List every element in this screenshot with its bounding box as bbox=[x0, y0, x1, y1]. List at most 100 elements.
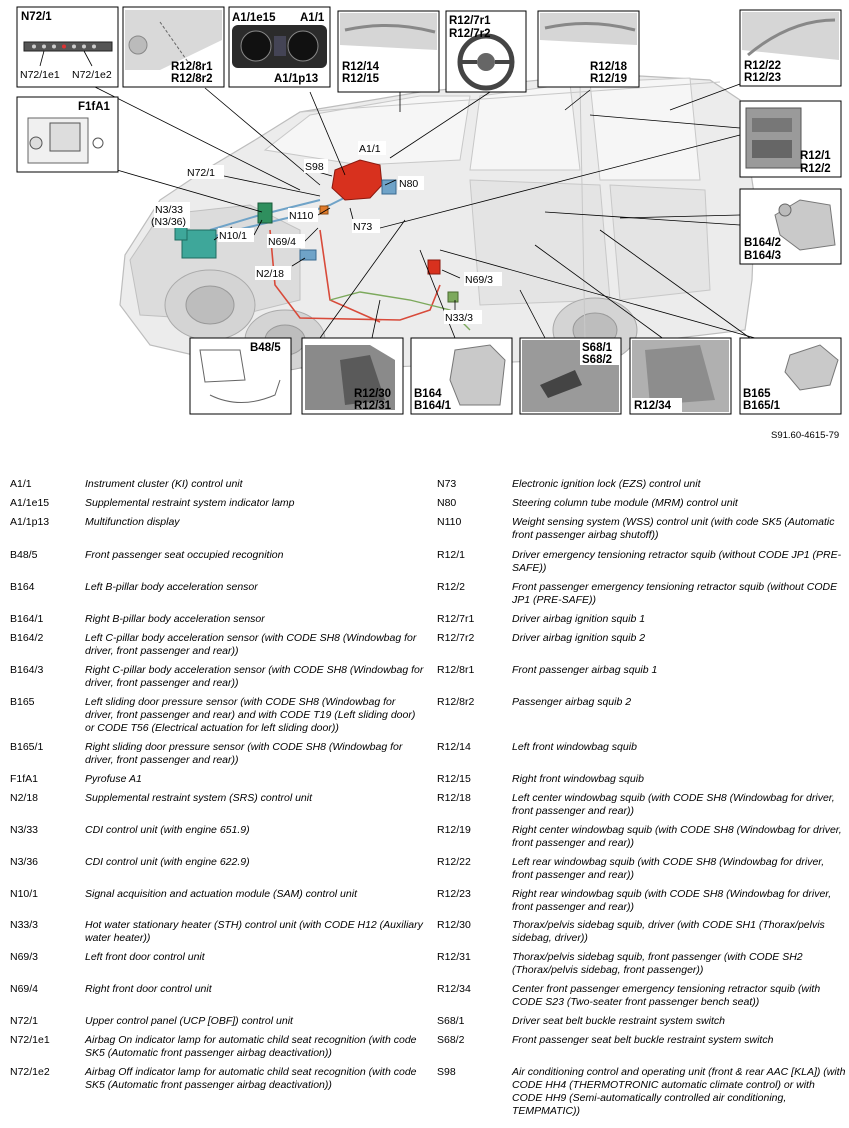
legend-description: CDI control unit (with engine 651.9) bbox=[85, 824, 250, 836]
label-r12-2: R12/2 bbox=[800, 163, 831, 175]
label-n72-1: N72/1 bbox=[21, 11, 52, 23]
label-n73: N73 bbox=[353, 221, 372, 233]
legend-code: R12/23 bbox=[437, 888, 471, 900]
legend-code: A1/1 bbox=[10, 478, 32, 490]
legend-code: B164/2 bbox=[10, 632, 44, 644]
vehicle-callouts: S98 A1/1 N72/1 N80 N3/33 (N3/36) N110 N7… bbox=[151, 141, 502, 324]
legend-description: Left front door control unit bbox=[85, 951, 205, 963]
label-r12-19: R12/19 bbox=[590, 73, 627, 85]
legend-code: N110 bbox=[437, 516, 462, 528]
srs-control-unit bbox=[299, 249, 317, 261]
label-r12-8r2: R12/8r2 bbox=[171, 73, 213, 85]
legend-code: S68/2 bbox=[437, 1034, 465, 1046]
label-a1-1e15: A1/1e15 bbox=[232, 12, 276, 24]
label-a1-1: A1/1 bbox=[359, 143, 381, 155]
legend-description: Supplemental restraint system (SRS) cont… bbox=[85, 792, 313, 804]
legend-code: R12/8r1 bbox=[437, 664, 475, 676]
label-r12-23: R12/23 bbox=[744, 72, 781, 84]
legend-description: Right center windowbag squib (with CODE … bbox=[512, 824, 842, 849]
legend-description: Front passenger seat belt buckle restrai… bbox=[512, 1034, 774, 1046]
steering-column-module bbox=[381, 179, 397, 195]
legend-code: N69/3 bbox=[10, 951, 39, 963]
sam-control-unit bbox=[257, 202, 273, 224]
legend-description: Electronic ignition lock (EZS) control u… bbox=[512, 478, 701, 490]
legend-code: A1/1e15 bbox=[10, 497, 50, 509]
vehicle-outline bbox=[119, 75, 756, 371]
leader-lines bbox=[94, 83, 756, 341]
cdi-control-unit bbox=[181, 229, 217, 259]
label-n72-1-vehicle: N72/1 bbox=[187, 167, 215, 179]
legend-description: Driver airbag ignition squib 1 bbox=[512, 613, 646, 625]
label-a1-1p13: A1/1p13 bbox=[274, 73, 318, 85]
label-b164-2: B164/2 bbox=[744, 237, 781, 249]
legend-description: Driver airbag ignition squib 2 bbox=[512, 632, 646, 644]
legend-code: B164/1 bbox=[10, 613, 44, 625]
inset-r12-22: R12/22 R12/23 bbox=[739, 9, 842, 87]
legend-code: N69/4 bbox=[10, 983, 39, 995]
legend-description: Right sliding door pressure sensor (with… bbox=[85, 741, 403, 766]
label-n69-3: N69/3 bbox=[465, 274, 493, 286]
legend-code: N10/1 bbox=[10, 888, 39, 900]
legend-code: A1/1p13 bbox=[10, 516, 50, 528]
legend-code: N3/33 bbox=[10, 824, 39, 836]
inset-r12-14: R12/14 R12/15 bbox=[337, 10, 440, 93]
inset-r12-34: R12/34 bbox=[629, 337, 732, 415]
inset-r12-1: R12/1 R12/2 bbox=[739, 100, 842, 178]
legend-description: Instrument cluster (KI) control unit bbox=[85, 478, 243, 490]
inset-b165: B165 B165/1 bbox=[739, 337, 842, 415]
label-n72-1e1: N72/1e1 bbox=[20, 69, 60, 81]
label-s68-1: S68/1 bbox=[582, 342, 613, 354]
label-b165-1: B165/1 bbox=[743, 400, 781, 412]
legend-description: Air conditioning control and operating u… bbox=[512, 1066, 846, 1117]
legend-description: Front passenger emergency tensioning ret… bbox=[512, 581, 838, 606]
inset-n72-1: N72/1 N72/1e1 N72/1e2 bbox=[16, 6, 119, 88]
legend-code: B165 bbox=[10, 696, 35, 708]
legend-code: B48/5 bbox=[10, 549, 38, 561]
legend-description: Thorax/pelvis sidebag squib, driver (wit… bbox=[512, 919, 825, 944]
legend-code: N72/1 bbox=[10, 1015, 39, 1027]
label-r12-7r2: R12/7r2 bbox=[449, 28, 491, 40]
legend-description: Front passenger airbag squib 1 bbox=[512, 664, 658, 676]
legend-code: S68/1 bbox=[437, 1015, 465, 1027]
legend-code: N2/18 bbox=[10, 792, 39, 804]
label-b164: B164 bbox=[414, 388, 442, 400]
legend-code: F1fA1 bbox=[10, 773, 39, 785]
legend-description: Weight sensing system (WSS) control unit… bbox=[512, 516, 835, 541]
figure-reference: S91.60-4615-79 bbox=[771, 430, 839, 440]
label-r12-18: R12/18 bbox=[590, 61, 628, 73]
inset-b164-2: B164/2 B164/3 bbox=[739, 188, 842, 265]
legend-description: Front passenger seat occupied recognitio… bbox=[85, 549, 284, 561]
inset-b48-5: B48/5 bbox=[189, 337, 292, 415]
legend-code: R12/22 bbox=[437, 856, 471, 868]
legend-description: Passenger airbag squib 2 bbox=[512, 696, 632, 708]
instrument-cluster-unit bbox=[331, 159, 383, 201]
label-r12-1: R12/1 bbox=[800, 150, 831, 162]
legend-code: N33/3 bbox=[10, 919, 39, 931]
label-r12-22: R12/22 bbox=[744, 60, 781, 72]
label-n3-36: (N3/36) bbox=[151, 216, 186, 228]
legend-code: N72/1e2 bbox=[10, 1066, 50, 1078]
legend-code: R12/7r2 bbox=[437, 632, 475, 644]
legend-code: R12/8r2 bbox=[437, 696, 475, 708]
legend-description: Multifunction display bbox=[85, 516, 180, 528]
legend-description: Driver seat belt buckle restraint system… bbox=[512, 1015, 725, 1027]
legend-code: R12/30 bbox=[437, 919, 471, 931]
legend-description: Upper control panel (UCP [OBF]) control … bbox=[85, 1015, 293, 1027]
legend-description: Airbag Off indicator lamp for automatic … bbox=[85, 1066, 417, 1091]
label-n3-33: N3/33 bbox=[155, 204, 183, 216]
legend-code: R12/1 bbox=[437, 549, 466, 561]
label-r12-15: R12/15 bbox=[342, 73, 380, 85]
label-r12-8r1: R12/8r1 bbox=[171, 61, 213, 73]
legend-code: R12/19 bbox=[437, 824, 471, 836]
legend-description: Pyrofuse A1 bbox=[85, 773, 142, 785]
legend-code: N73 bbox=[437, 478, 457, 490]
legend-description: Thorax/pelvis sidebag squib, front passe… bbox=[512, 951, 803, 976]
label-n80: N80 bbox=[399, 178, 418, 190]
inset-b164: B164 B164/1 bbox=[410, 337, 513, 415]
legend-code: R12/14 bbox=[437, 741, 471, 753]
legend-description: Right rear windowbag squib (with CODE SH… bbox=[512, 888, 832, 913]
door-control-unit bbox=[427, 259, 441, 275]
inset-r12-30: R12/30 R12/31 bbox=[301, 337, 404, 415]
inset-a1-1: A1/1e15 A1/1 A1/1p13 bbox=[228, 6, 331, 88]
legend-description: Left front windowbag squib bbox=[512, 741, 637, 753]
